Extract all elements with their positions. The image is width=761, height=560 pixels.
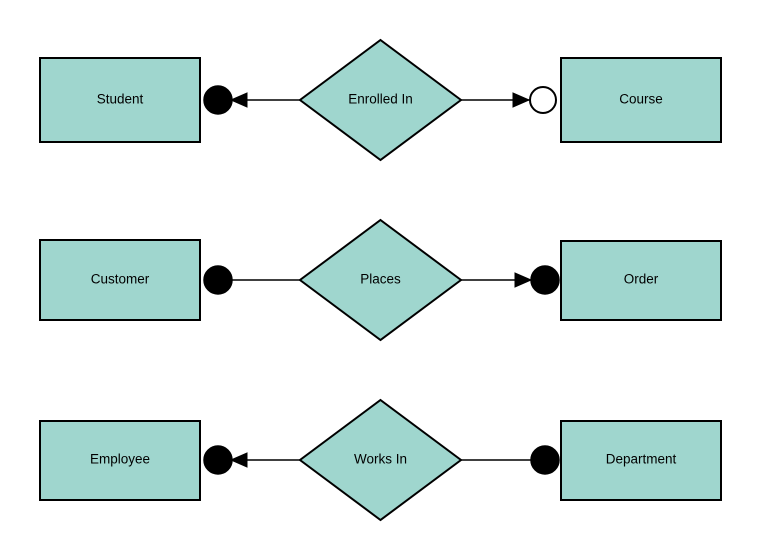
arrowhead-left-icon-employee	[229, 452, 248, 468]
entity-customer[interactable]	[39, 239, 201, 321]
entity-label-student: Student	[97, 92, 144, 107]
relationship-group-customer-places-order: Customer Places Order	[39, 218, 722, 342]
relationship-enrolled-in[interactable]	[298, 38, 463, 162]
relationship-label-places: Places	[360, 272, 401, 287]
entity-label-department: Department	[606, 452, 677, 467]
entity-label-course: Course	[619, 92, 663, 107]
entity-employee[interactable]	[39, 420, 201, 501]
relationship-label-works-in: Works In	[354, 452, 407, 467]
relationship-label-enrolled-in: Enrolled In	[348, 92, 413, 107]
arrowhead-right-icon-order	[514, 272, 533, 288]
relationship-works-in[interactable]	[298, 398, 463, 522]
entity-label-customer: Customer	[91, 272, 150, 287]
entity-order[interactable]	[560, 240, 722, 321]
entity-department[interactable]	[560, 420, 722, 501]
cardinality-filled-circle-student[interactable]	[203, 85, 233, 115]
entity-label-order: Order	[624, 272, 659, 287]
cardinality-filled-circle-department[interactable]	[530, 445, 560, 475]
relationship-group-student-enrolled-in-course: Student Enrolled In Course	[39, 38, 722, 162]
cardinality-filled-circle-order[interactable]	[530, 265, 560, 295]
entity-student[interactable]	[39, 57, 201, 143]
entity-label-employee: Employee	[90, 452, 150, 467]
relationship-places[interactable]	[298, 218, 463, 342]
entity-course[interactable]	[560, 57, 722, 143]
relationship-group-employee-works-in-department: Employee Works In Department	[39, 398, 722, 522]
arrowhead-left-icon-student	[229, 92, 248, 108]
arrowhead-right-icon-course	[512, 92, 531, 108]
cardinality-hollow-circle-course[interactable]	[529, 86, 557, 114]
cardinality-filled-circle-customer[interactable]	[203, 265, 233, 295]
cardinality-filled-circle-employee[interactable]	[203, 445, 233, 475]
